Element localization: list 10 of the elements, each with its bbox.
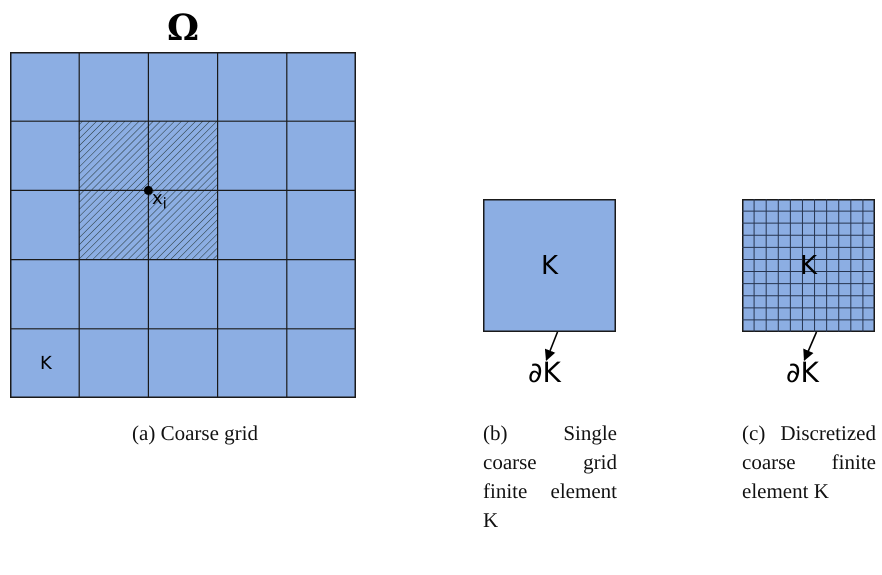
figure-caption: (a) Coarse grid bbox=[131, 420, 259, 447]
element-label: K bbox=[540, 250, 560, 280]
domain-symbol: Ω bbox=[166, 8, 200, 51]
arrow bbox=[544, 332, 558, 362]
boundary-label: ∂K bbox=[528, 356, 561, 390]
arrow bbox=[803, 332, 818, 362]
figure-caption: (c) Discretized coarse finite element K bbox=[742, 420, 876, 505]
boundary-label: ∂K bbox=[786, 356, 819, 390]
element-label: K bbox=[40, 353, 52, 374]
figure-caption: (b) Single coarse grid finite element K bbox=[483, 420, 617, 534]
